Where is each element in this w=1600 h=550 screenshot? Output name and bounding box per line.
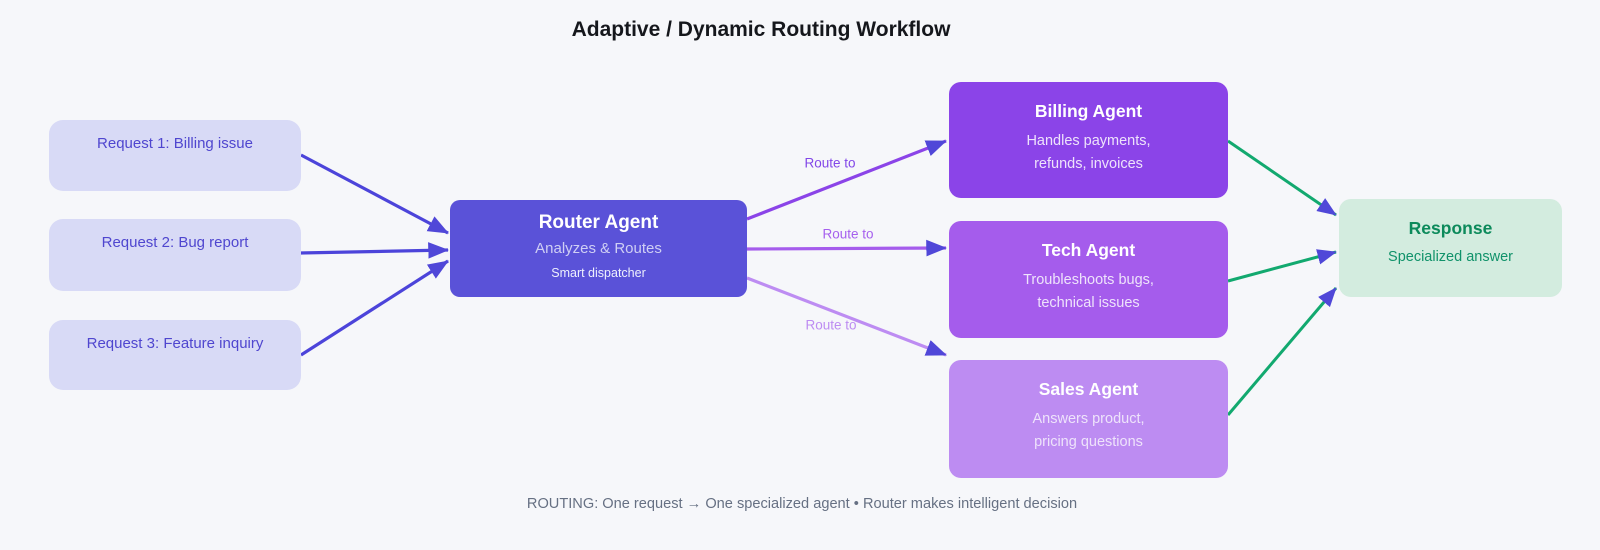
- agent-node-sales: Sales Agent Answers product, pricing que…: [949, 360, 1228, 478]
- response-node: Response Specialized answer: [1339, 199, 1562, 297]
- agent-description-line: refunds, invoices: [1034, 156, 1143, 172]
- agent-description-line: Answers product,: [1032, 411, 1145, 427]
- edge-router-to-sales: [746, 276, 947, 357]
- request-node-label: Request 2: Bug report: [101, 234, 249, 251]
- edge-sales-to-response: [1226, 287, 1338, 416]
- edge-tech-to-response: [1227, 249, 1337, 283]
- edge-request3-to-router: [300, 259, 449, 357]
- agent-node-billing: Billing Agent Handles payments, refunds,…: [949, 82, 1228, 198]
- agent-node-tech: Tech Agent Troubleshoots bugs, technical…: [949, 221, 1228, 338]
- router-agent-note: Smart dispatcher: [551, 266, 646, 280]
- agent-description-line: technical issues: [1037, 295, 1140, 311]
- edge-request2-to-router: [299, 242, 450, 259]
- diagram-caption: ROUTING: One request → One specialized a…: [526, 496, 1078, 512]
- edge-label-route-to-tech: Route to: [822, 226, 874, 242]
- agent-description-line: Troubleshoots bugs,: [1023, 272, 1154, 288]
- edge-billing-to-response: [1227, 139, 1337, 217]
- edge-label-route-to-billing: Route to: [804, 155, 856, 171]
- router-agent-node: Router Agent Analyzes & Routes Smart dis…: [450, 200, 747, 297]
- request-node-3: Request 3: Feature inquiry: [49, 320, 301, 390]
- request-node-2: Request 2: Bug report: [49, 219, 301, 291]
- agent-title: Tech Agent: [1041, 240, 1136, 260]
- edge-label-route-to-sales: Route to: [805, 317, 857, 333]
- agent-title: Sales Agent: [1038, 379, 1139, 399]
- response-subtitle: Specialized answer: [1388, 249, 1513, 265]
- agent-description-line: pricing questions: [1034, 434, 1143, 450]
- agent-title: Billing Agent: [1034, 101, 1143, 121]
- edge-router-to-billing: [746, 139, 947, 221]
- request-node-label: Request 3: Feature inquiry: [86, 335, 264, 352]
- router-agent-title: Router Agent: [538, 212, 659, 233]
- agent-description-line: Handles payments,: [1026, 133, 1151, 149]
- edge-request1-to-router: [300, 153, 449, 235]
- router-agent-subtitle: Analyzes & Routes: [535, 240, 662, 257]
- response-title: Response: [1408, 218, 1493, 238]
- request-node-label: Request 1: Billing issue: [97, 135, 253, 152]
- edge-router-to-tech: [746, 239, 948, 257]
- diagram-title: Adaptive / Dynamic Routing Workflow: [571, 18, 951, 41]
- request-node-1: Request 1: Billing issue: [49, 120, 301, 191]
